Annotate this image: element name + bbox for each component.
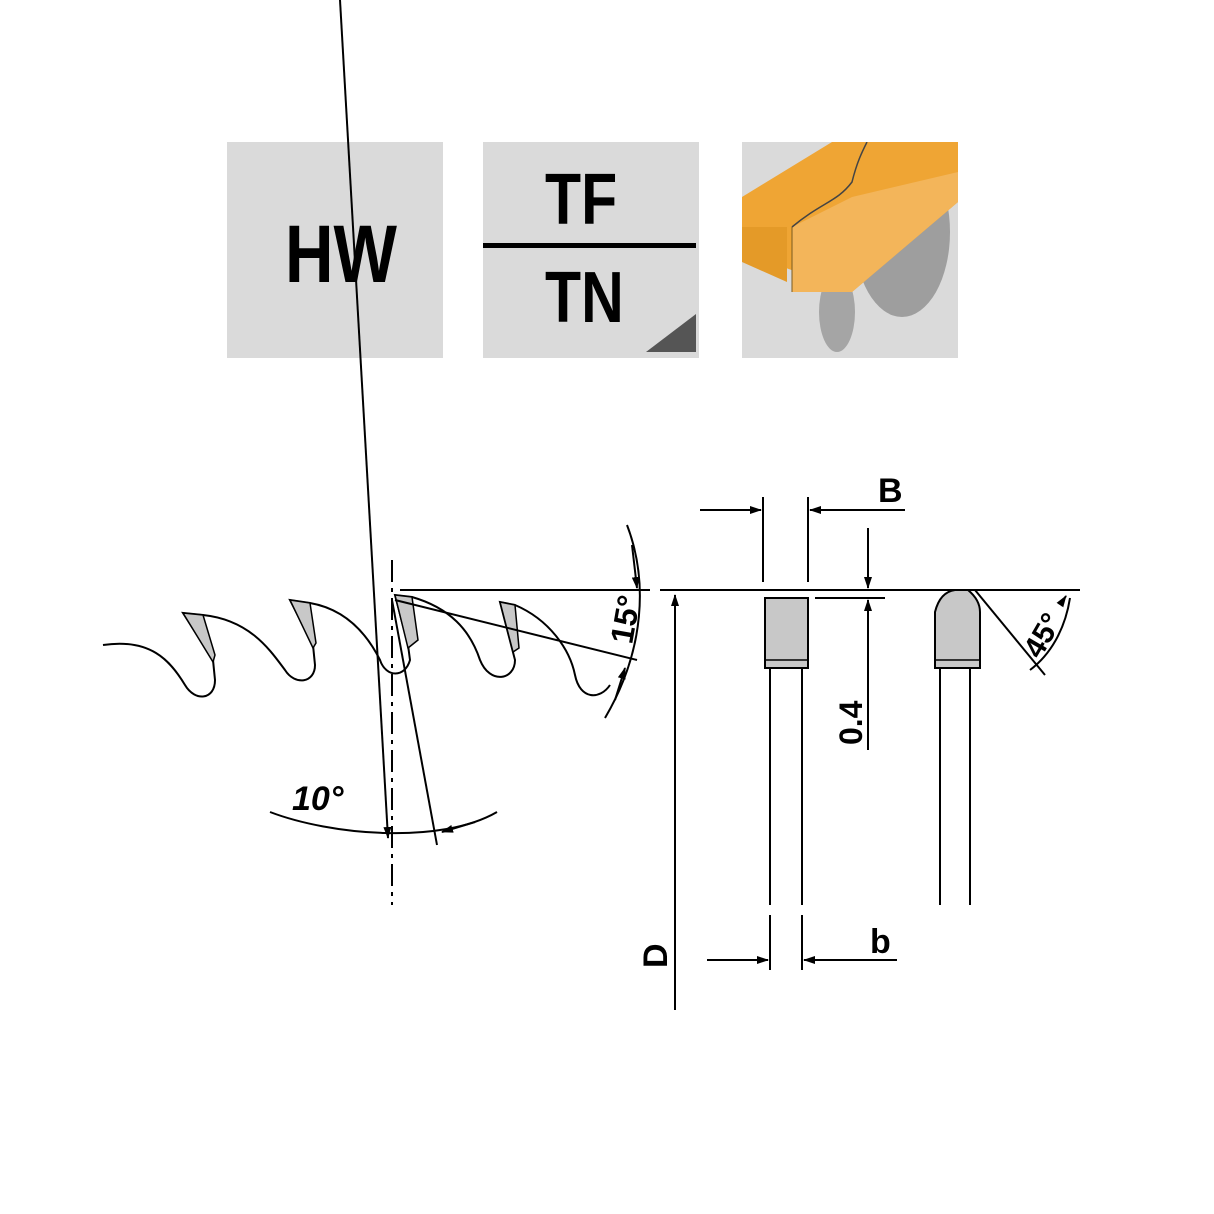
application-illustration-tile bbox=[742, 142, 958, 358]
drawing-stroke bbox=[742, 227, 787, 282]
drawing-stroke bbox=[441, 821, 476, 833]
drawing-stroke bbox=[1029, 597, 1071, 671]
drawing-stroke bbox=[792, 172, 958, 292]
corner-triangle-icon bbox=[646, 314, 696, 352]
drawing-stroke bbox=[288, 599, 317, 650]
drawing-stroke bbox=[1056, 595, 1067, 608]
clearance-angle-label: 15° bbox=[603, 592, 647, 646]
diameter-label: D bbox=[637, 943, 675, 968]
drawing-stroke bbox=[764, 597, 809, 669]
drawing-stroke bbox=[631, 544, 640, 589]
wood-cutting-icon bbox=[742, 142, 958, 352]
badge-divider bbox=[483, 243, 696, 248]
hook-angle-label: 10° bbox=[292, 780, 344, 818]
tooth-bottom-label: TN bbox=[545, 258, 624, 338]
offset-label: 0.4 bbox=[833, 700, 869, 745]
carbide-inserts bbox=[181, 594, 520, 664]
tooth-top-label: TF bbox=[545, 160, 618, 240]
body-thickness-label: b bbox=[870, 923, 891, 961]
drawing-stroke bbox=[394, 599, 638, 661]
saw-teeth-profile bbox=[102, 593, 611, 698]
drawing-stroke bbox=[791, 142, 868, 228]
drawing-stroke bbox=[339, 0, 392, 839]
drawing-stroke bbox=[614, 667, 626, 701]
drawing-stroke bbox=[498, 601, 520, 654]
drawing-stroke bbox=[102, 0, 1080, 1010]
drawing-stroke bbox=[181, 612, 216, 664]
drawing-stroke bbox=[391, 599, 438, 846]
drawing-stroke bbox=[974, 589, 1046, 676]
kerf-width-label: B bbox=[878, 472, 903, 510]
material-badge-label: HW bbox=[285, 209, 398, 300]
chamfer-angle-label: 45° bbox=[1017, 608, 1068, 664]
material-badge-tile: HW bbox=[227, 142, 443, 358]
tooth-shape-badge-tile: TF TN bbox=[483, 142, 699, 358]
drawing-stroke bbox=[934, 589, 981, 669]
drawing-stroke bbox=[394, 594, 419, 650]
